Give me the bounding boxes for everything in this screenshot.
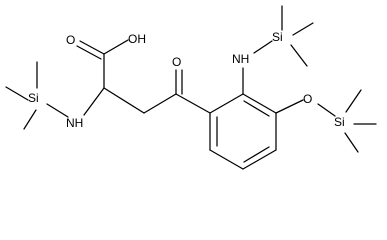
- atom-label-oh: OH: [128, 32, 146, 46]
- atom-label-si-alpha: Si: [28, 91, 39, 105]
- atom-label-si-ether: Si: [334, 115, 345, 129]
- ring-inner-bond-b: [243, 146, 270, 163]
- ring-inner-bond-a: [243, 100, 270, 117]
- ring-bond-1: [209, 93, 244, 114]
- bond-c1-o-double-b: [76, 45, 102, 60]
- ring-bond-4: [242, 149, 277, 170]
- bond-c1-oh: [103, 39, 129, 55]
- bond-nh-si-aryl: [253, 40, 273, 54]
- bond-si-alpha-nh: [46, 103, 69, 118]
- atom-labels: OH O O NH Si NH Si O Si: [28, 30, 345, 130]
- atom-label-o-carboxyl: O: [66, 33, 75, 47]
- atom-label-o-ether: O: [303, 92, 312, 106]
- bond-ring-o-ether: [275, 99, 304, 114]
- si-ether-methyl-1: [345, 89, 362, 113]
- ring-bond-5: [209, 149, 244, 170]
- atom-label-nh-alpha: NH: [66, 116, 83, 130]
- atom-label-si-aryl: Si: [272, 30, 283, 44]
- si-aryl-methyl-2: [292, 22, 314, 36]
- bond-calpha-nh: [83, 87, 105, 116]
- structural-formula: OH O O NH Si NH Si O Si: [5, 5, 377, 170]
- atom-label-nh-aryl: NH: [232, 52, 249, 66]
- bond-cketo-ring: [175, 93, 211, 114]
- si-ether-methyl-3: [344, 132, 359, 153]
- si-aryl-methyl-3: [290, 44, 308, 67]
- bonds: [5, 5, 377, 170]
- bond-o-si-ether: [317, 103, 336, 117]
- bond-calpha-cbeta: [103, 87, 145, 114]
- si-alpha-methyl-3: [23, 109, 37, 130]
- bond-cbeta-cketo: [143, 93, 177, 114]
- si-alpha-methyl-2: [5, 86, 29, 101]
- atom-label-o-keto: O: [172, 55, 181, 69]
- bond-c1-o-double-a: [79, 40, 105, 55]
- ring-bond-2: [242, 93, 277, 114]
